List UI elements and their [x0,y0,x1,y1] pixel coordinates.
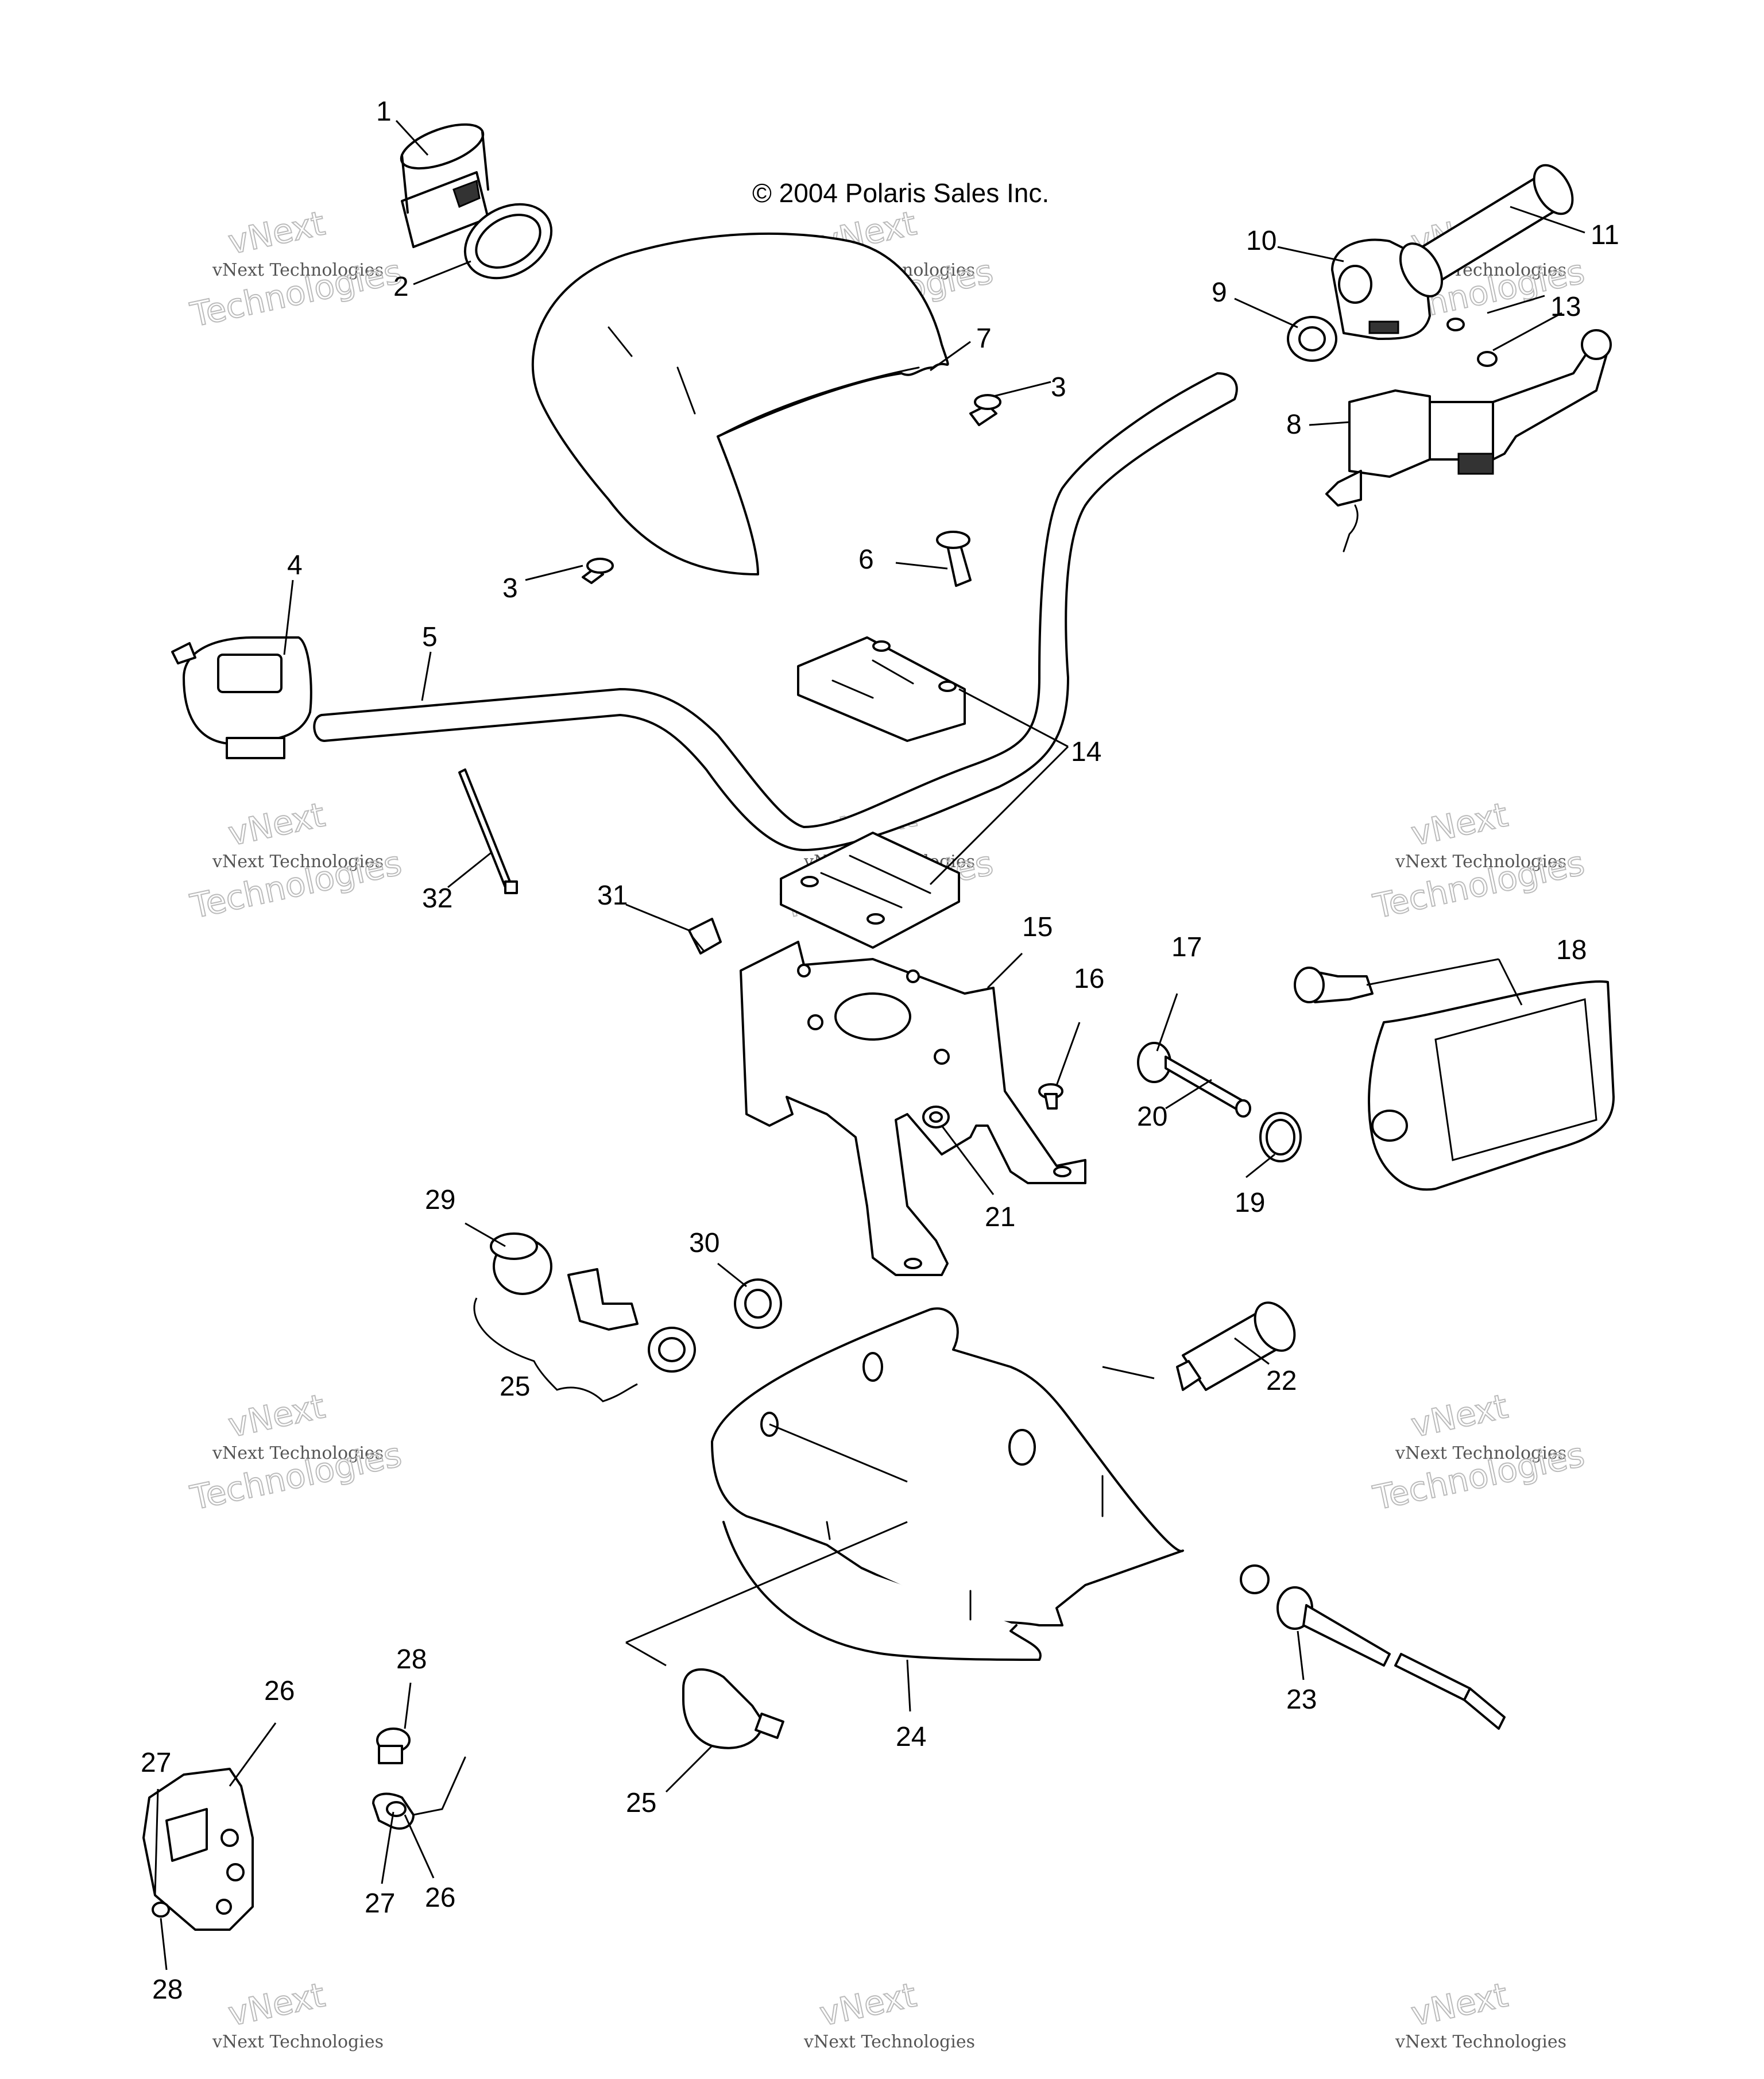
callout-3-upper: 3 [1051,372,1066,403]
part-31-clip [688,918,722,955]
callout-1: 1 [376,96,392,127]
part-13-screws [1446,318,1498,367]
svg-text:vNext: vNext [225,1386,328,1445]
callout-23: 23 [1286,1684,1317,1715]
svg-text:vNext: vNext [225,795,328,853]
svg-text:vNext: vNext [1408,795,1511,853]
svg-text:vNext: vNext [225,203,328,262]
callout-29: 29 [425,1185,455,1215]
callout-13: 13 [1550,292,1581,322]
part-16-screw [1038,1083,1063,1110]
callout-9: 9 [1212,277,1227,308]
callout-25-upper: 25 [500,1371,530,1402]
svg-text:vNext Technologies: vNext Technologies [1395,1443,1566,1463]
part-11-grip [1399,164,1574,297]
watermark-low-left: vNext vNext Technologies Technologies [187,1386,406,1518]
callout-11: 11 [1591,220,1619,250]
part-6-bolt [936,531,972,587]
svg-text:vNext: vNext [1408,1386,1511,1445]
part-8-master-cylinder [1325,329,1612,552]
callout-28-caliper: 28 [152,1974,183,2005]
callout-31: 31 [597,880,628,911]
callout-2: 2 [393,272,409,302]
svg-text:vNext Technologies: vNext Technologies [212,852,384,872]
part-29-cap [490,1232,552,1295]
part-14-clamp-lower [780,832,960,949]
callout-19: 19 [1235,1188,1265,1218]
callout-14: 14 [1071,737,1101,767]
svg-text:vNext Technologies: vNext Technologies [803,2032,975,2052]
callout-26-caliper: 26 [264,1676,295,1706]
part-32-cable-tie [458,768,518,894]
callout-10: 10 [1246,226,1276,256]
part-21-nut [922,1106,950,1129]
part-2-ring [463,203,553,280]
callout-21: 21 [985,1202,1015,1232]
svg-text:vNext Technologies: vNext Technologies [1395,852,1566,872]
callout-28-sensor: 28 [396,1644,427,1675]
callout-5: 5 [422,622,438,652]
callout-15: 15 [1022,912,1053,942]
watermark-mid-right: vNext vNext Technologies Technologies [1370,794,1589,926]
svg-text:vNext Technologies: vNext Technologies [1395,2032,1566,2052]
part-7-visor [531,232,949,575]
watermark-bottom-center: vNext vNext Technologies [803,1974,975,2052]
callout-6: 6 [858,544,874,575]
callout-20: 20 [1137,1102,1167,1132]
part-22-cylinder [1176,1301,1296,1391]
watermark-bottom-left: vNext vNext Technologies [212,1974,384,2052]
part-14-clamp-upper [797,636,966,742]
watermark-top-left: vNext vNext Technologies Technologies [187,203,406,335]
leader-lines [154,119,1585,1970]
callout-3-lower: 3 [502,573,518,604]
part-26-caliper [142,1768,254,1931]
part-3-screw-lower [582,558,614,584]
part-25-lower-switch [682,1668,784,1749]
callout-18: 18 [1556,935,1587,965]
callout-8: 8 [1286,409,1302,440]
part-26-28-sensor [372,1728,466,1830]
callout-labels: 1 2 3 3 4 5 6 7 8 9 10 11 13 14 15 16 17… [141,96,1619,2005]
callout-4: 4 [287,550,303,581]
watermark-low-right: vNext vNext Technologies Technologies [1370,1386,1589,1518]
part-15-bracket [740,941,1086,1276]
callout-25-lower: 25 [626,1788,656,1818]
watermark-bottom-right: vNext vNext Technologies [1395,1974,1566,2052]
copyright-text: © 2004 Polaris Sales Inc. [752,178,1049,208]
part-4-switch-housing [171,636,312,759]
callout-17: 17 [1171,932,1202,963]
svg-text:vNext: vNext [1408,1975,1511,2034]
part-3-screw-upper [969,394,1001,426]
svg-text:vNext: vNext [817,1975,920,2034]
callout-32: 32 [422,883,452,914]
callout-16: 16 [1074,964,1104,994]
part-23-cable [1240,1564,1506,1730]
callout-7: 7 [976,323,992,354]
callout-27-caliper: 27 [141,1748,171,1778]
watermark-mid-left: vNext vNext Technologies Technologies [187,794,406,926]
part-9-collar [1287,316,1337,362]
svg-text:vNext Technologies: vNext Technologies [212,2032,384,2052]
svg-text:vNext Technologies: vNext Technologies [212,260,384,280]
part-30-grommet [734,1278,782,1329]
callout-27-sensor: 27 [365,1888,395,1919]
part-24-lower-housing [711,1307,1184,1661]
svg-text:vNext: vNext [225,1975,328,2034]
part-18-headlight [1294,967,1615,1191]
callout-24: 24 [896,1722,926,1752]
svg-text:vNext Technologies: vNext Technologies [212,1443,384,1463]
callout-30: 30 [689,1228,719,1258]
part-5-handlebar [313,372,1238,851]
callout-26-sensor: 26 [425,1883,455,1913]
part-25-key-switch-set [567,1268,696,1373]
callout-22: 22 [1266,1366,1297,1396]
part-19-o-ring [1259,1112,1302,1162]
